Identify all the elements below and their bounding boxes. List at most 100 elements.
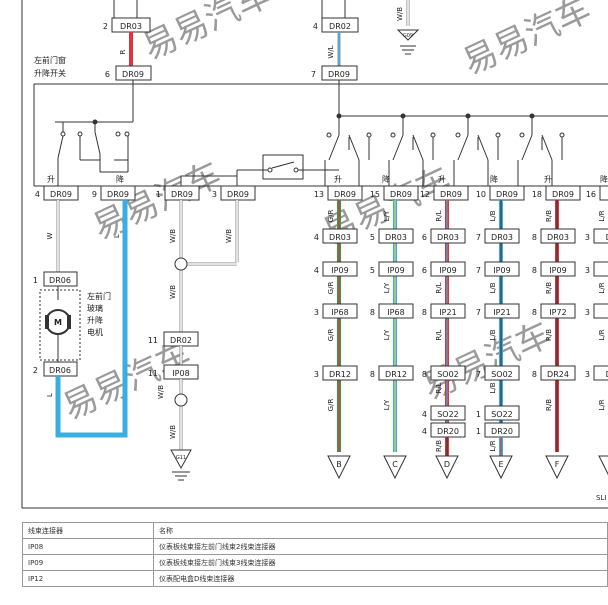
bottom-connector-pin: 12 — [420, 190, 430, 199]
bottom-connector — [43, 185, 79, 201]
column-connector — [593, 261, 608, 277]
column-wire-label: L/Y — [383, 210, 391, 221]
column-wire-label: L/R — [598, 329, 606, 340]
bottom-connector-name: DR09 — [334, 190, 356, 199]
column-connector-pin: 8 — [370, 308, 375, 317]
column-connector — [540, 365, 576, 381]
column-connector-pin: 3 — [585, 308, 590, 317]
column-connector-name: DR24 — [547, 370, 569, 379]
column-connector-pin: 8 — [370, 370, 375, 379]
bottom-connector-pin: 4 — [35, 190, 40, 199]
column-connector-name: DR12 — [385, 370, 407, 379]
column-connector-pin: 3 — [314, 308, 319, 317]
column-connector — [430, 303, 466, 319]
up-label: 升 — [47, 175, 55, 184]
column-connector-name: IP09 — [439, 266, 456, 275]
column-wire-label: L/B — [489, 382, 497, 393]
terminal-label: B — [336, 460, 342, 469]
column-wire-label: R/L — [435, 329, 443, 340]
bottom-connector-pin: 3 — [212, 190, 217, 199]
column-connector-name: DR03 — [547, 233, 569, 242]
column-wire-label-2: L/R — [489, 440, 497, 451]
dr02-11-pin: 11 — [148, 336, 158, 345]
column-wire-label: R/B — [545, 282, 553, 294]
column-connector-name: DF — [606, 370, 608, 379]
wire-label-wb-c: W/B — [169, 285, 177, 299]
top-right-feed: 4 DR02 W/L W/B G09 — [313, 0, 420, 66]
column-connector — [484, 228, 520, 244]
motor-label-4: 电机 — [87, 327, 103, 337]
column-extra-name: SO22 — [437, 410, 459, 419]
column-connector-pin: 8 — [422, 370, 427, 379]
legend-connector-cell: IP12 — [22, 570, 154, 587]
column-connector-pin: 7 — [476, 308, 481, 317]
column-connector — [378, 228, 414, 244]
down-label: 降 — [116, 174, 124, 184]
column-connector-pin: 8 — [532, 370, 537, 379]
legend-name-cell: 仪表板线束接左前门线束2线束连接器 — [153, 538, 608, 555]
column-wire-label: L/B — [489, 282, 497, 293]
column-connector-pin: 5 — [370, 266, 375, 275]
legend-connector-cell: IP09 — [22, 554, 154, 571]
ip08-11-name: IP08 — [172, 369, 189, 378]
terminal-marker — [327, 455, 351, 480]
column-connector-pin: 5 — [370, 233, 375, 242]
column-connector-name: IP09 — [387, 266, 404, 275]
column-connector-pin: 3 — [585, 233, 590, 242]
column-extra-pin: 1 — [476, 427, 481, 436]
wire-label-wb-e: W/B — [169, 425, 177, 439]
column-connector-pin: 6 — [422, 266, 427, 275]
svg-text:易易汽车: 易易汽车 — [137, 0, 277, 68]
column-connector-pin: 8 — [422, 308, 427, 317]
terminal-label: D — [444, 460, 450, 469]
top-dr03-name: DR03 — [120, 22, 142, 31]
column-connector-pin: 8 — [532, 308, 537, 317]
column-extra-name: DR20 — [437, 427, 459, 436]
column-extra-name: SO22 — [491, 410, 513, 419]
column-connector-name: DR03 — [437, 233, 459, 242]
wire-label-wl: W/L — [327, 45, 335, 58]
column-extra-pin: 4 — [422, 410, 427, 419]
dr06-bottom-pin: 2 — [33, 366, 38, 375]
column-connector — [430, 365, 466, 381]
terminal-label: C — [392, 460, 398, 469]
column-connector-pin: 7 — [476, 266, 481, 275]
column-wire-label: R/B — [545, 399, 553, 411]
ground-g11-label: G11 — [176, 455, 186, 461]
bottom-connector — [100, 185, 136, 201]
bottom-connector-name: DR09 — [107, 190, 129, 199]
column-wire-label: G/R — [327, 282, 335, 295]
column-connector — [322, 261, 358, 277]
bottom-connector-name: DR09 — [171, 190, 193, 199]
wire-label-wb-b: W/B — [225, 229, 233, 243]
up-label: 升 — [438, 175, 446, 184]
dr06-bottom-name: DR06 — [49, 366, 71, 375]
bottom-connector-pin: 1 — [156, 190, 161, 199]
column-extra-connector — [484, 405, 520, 421]
column-connector — [322, 365, 358, 381]
svg-text:易易汽车: 易易汽车 — [87, 154, 227, 248]
wire-label-l-left: L — [46, 393, 54, 397]
column-connector-pin: 3 — [585, 370, 590, 379]
up-label: 升 — [334, 175, 342, 184]
wire-label-l-right: L — [113, 234, 121, 238]
column-connector-name: DR12 — [329, 370, 351, 379]
column-connector-name: IP09 — [549, 266, 566, 275]
bottom-connector-pin: 18 — [532, 190, 542, 199]
column-connector — [593, 228, 608, 244]
down-label: 降 — [490, 174, 498, 184]
top-dr02-name: DR02 — [329, 22, 351, 31]
bottom-connector — [383, 185, 419, 201]
column-wire-label: R/L — [435, 282, 443, 293]
terminal-label: E — [498, 460, 503, 469]
ground-chain: W/B W/B W/B 11 DR02 11 IP08 W/B W/B G11 — [148, 200, 239, 481]
terminal-marker — [383, 455, 407, 480]
page-code: SLI — [596, 494, 606, 502]
column-connector-pin: 7 — [476, 370, 481, 379]
wire-label-r: R — [119, 49, 127, 54]
dr02-11-name: DR02 — [170, 336, 192, 345]
column-connector-pin: 8 — [532, 233, 537, 242]
